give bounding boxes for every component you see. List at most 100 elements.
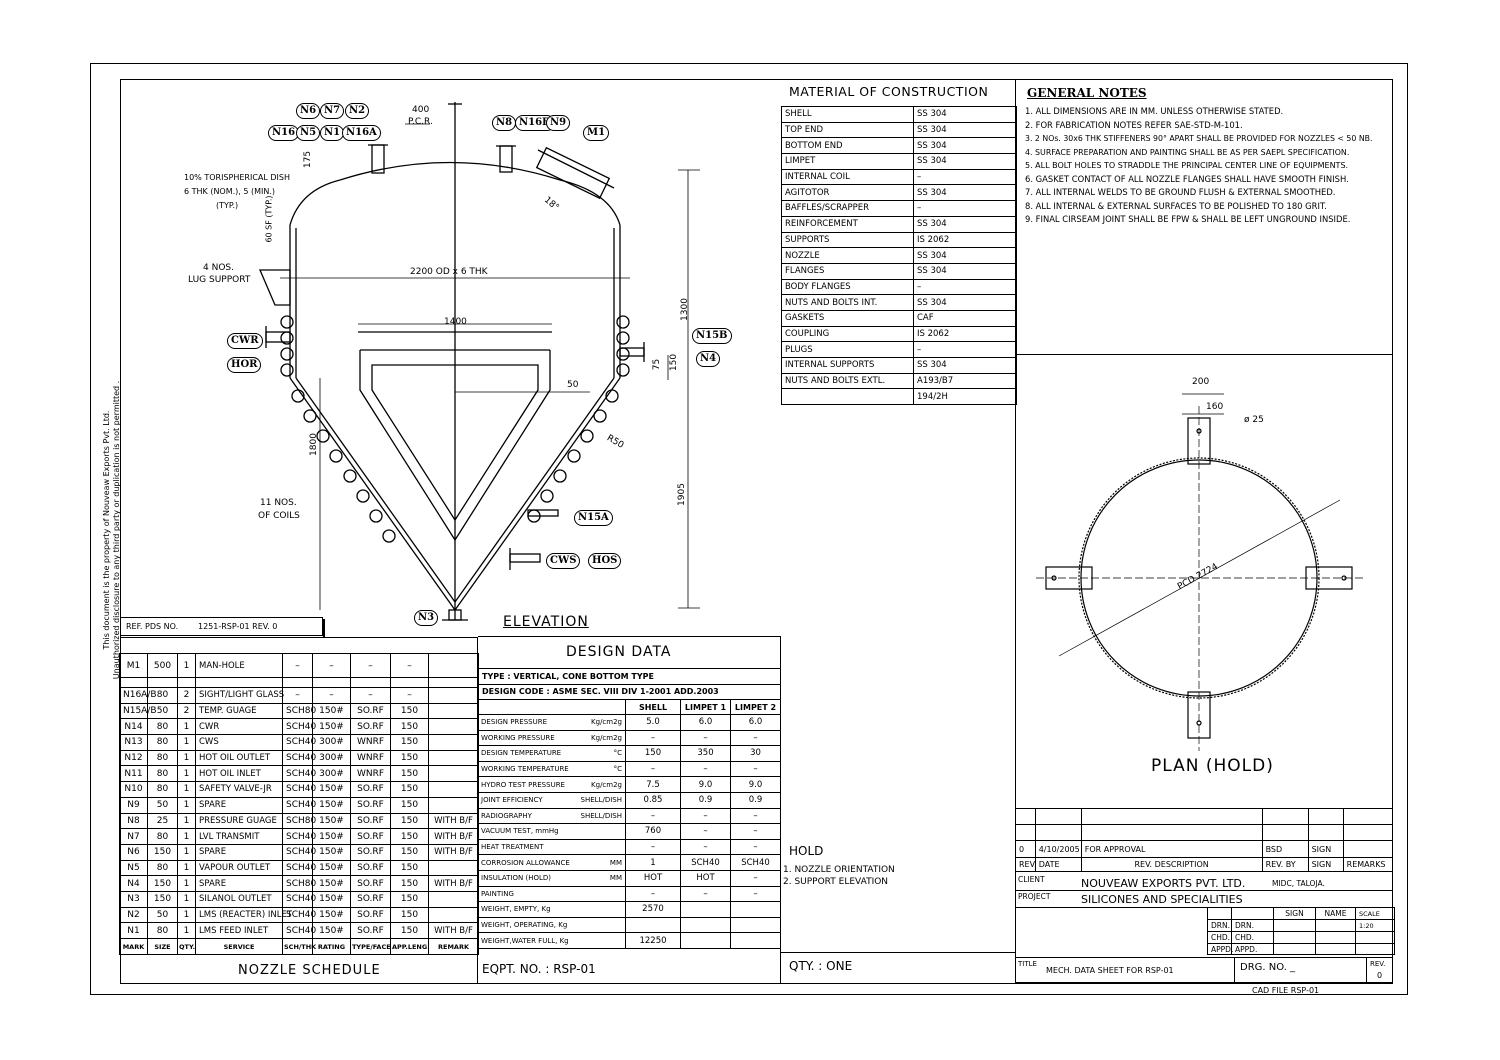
table-cell: SCH80 xyxy=(282,812,316,830)
drawing-number: DRG. NO. _ xyxy=(1240,962,1296,973)
table-cell: 150# xyxy=(312,843,351,861)
table-cell: 150 xyxy=(147,843,178,861)
design-header-cell: LIMPET 1 xyxy=(680,699,731,715)
table-cell: SCH40 xyxy=(282,781,316,798)
note-4: 4. SURFACE PREPARATION AND PAINTING SHAL… xyxy=(1025,147,1350,157)
nozzle-cwr xyxy=(265,331,291,343)
chd-label-2: CHD. xyxy=(1231,931,1274,944)
nozzle-tag-n15b: N15B xyxy=(692,328,732,344)
design-cell: RADIOGRAPHY xyxy=(477,807,574,825)
design-cell: SHELL/DISH xyxy=(573,807,626,825)
nozzle-tag-n9: N9 xyxy=(546,115,571,131)
material-spec: – xyxy=(913,341,1017,358)
material-part: INTERNAL COIL xyxy=(781,168,914,186)
table-cell: SO.RF xyxy=(350,781,391,798)
table-cell: 150 xyxy=(390,906,429,924)
material-row: INTERNAL COIL– xyxy=(781,168,1017,186)
table-cell: CWR xyxy=(195,718,283,736)
table-cell: WITH B/F xyxy=(428,922,479,939)
material-spec: SS 304 xyxy=(913,137,1017,155)
note-3: 3. 2 NOs. 30x6 THK STIFFENERS 90° APART … xyxy=(1025,134,1373,143)
drn-label: DRN. xyxy=(1207,919,1232,932)
nozzle-tag-n6: N6 xyxy=(296,103,321,119)
material-part: BODY FLANGES xyxy=(781,278,914,296)
rev-date: 4/10/2005 xyxy=(1034,840,1082,858)
od-label: 2200 OD x 6 THK xyxy=(410,267,488,277)
table-cell: M1 xyxy=(119,653,148,678)
material-row: NUTS AND BOLTS INT.SS 304 xyxy=(781,294,1017,311)
material-spec: 194/2H xyxy=(913,388,1017,406)
design-cell xyxy=(625,916,681,934)
table-cell: SPARE xyxy=(195,875,283,892)
design-data-title: DESIGN DATA xyxy=(566,644,672,660)
material-part: REINFORCEMENT xyxy=(781,215,914,233)
table-cell: 80 xyxy=(147,749,178,767)
table-cell: SCH40 xyxy=(282,796,316,814)
table-cell: SO.RF xyxy=(350,859,391,877)
table-cell: N1 xyxy=(119,922,148,939)
table-header-cell: SCH/THK xyxy=(282,938,316,955)
general-notes-title: GENERAL NOTES xyxy=(1027,86,1147,100)
rev-sign: SIGN xyxy=(1307,840,1344,858)
qty-rule xyxy=(781,952,1016,953)
table-cell: 150 xyxy=(390,828,429,845)
note-1: 1. ALL DIMENSIONS ARE IN MM. UNLESS OTHE… xyxy=(1025,106,1284,116)
table-cell: – xyxy=(282,687,313,704)
table-cell xyxy=(428,859,479,877)
dim-175: 175 xyxy=(303,150,314,169)
sf-label: 60 SF (TYP.) xyxy=(264,195,274,243)
design-cell: – xyxy=(625,885,681,903)
rev-hdr-by: REV. BY xyxy=(1261,857,1309,872)
table-cell: 50 xyxy=(147,906,178,924)
design-cell: – xyxy=(680,807,731,825)
table-cell: N9 xyxy=(119,796,148,814)
material-part: INTERNAL SUPPORTS xyxy=(781,357,914,374)
drawing-frame xyxy=(120,79,1393,984)
plan-dim-200: 200 xyxy=(1192,377,1210,387)
dish-thk-label: 6 THK (NOM.), 5 (MIN.) xyxy=(184,187,276,196)
material-spec: SS 304 xyxy=(913,153,1017,170)
sign-header: SIGN xyxy=(1273,907,1316,920)
note-8: 8. ALL INTERNAL & EXTERNAL SURFACES TO B… xyxy=(1025,200,1327,211)
table-cell: SCH40 xyxy=(282,718,316,736)
design-cell: PAINTING xyxy=(477,885,574,903)
table-header-cell: MARK xyxy=(119,938,148,955)
material-spec: SS 304 xyxy=(913,357,1017,374)
nozzle-tag-n3: N3 xyxy=(414,610,439,626)
table-cell: WITH B/F xyxy=(428,812,479,830)
design-cell: – xyxy=(730,807,781,825)
table-cell: SCH40 xyxy=(282,859,316,877)
design-cell: HEAT TREATMENT xyxy=(477,838,574,856)
table-cell: 80 xyxy=(147,859,178,877)
lug-count: 4 NOS. xyxy=(203,263,234,273)
table-cell: SO.RF xyxy=(350,875,391,892)
table-cell: N2 xyxy=(119,906,148,924)
drawing-title: MECH. DATA SHEET FOR RSP-01 xyxy=(1046,966,1174,975)
table-cell: SCH40 xyxy=(282,890,316,908)
table-cell xyxy=(177,677,196,688)
table-cell: 150# xyxy=(312,906,351,924)
table-cell: HOT OIL OUTLET xyxy=(195,749,283,767)
design-cell: 2570 xyxy=(625,901,681,918)
plan-drawing xyxy=(1036,393,1366,751)
table-cell: N6 xyxy=(119,843,148,861)
table-cell: N13 xyxy=(119,734,148,751)
table-cell: 1 xyxy=(177,828,196,845)
dim-1800: 1800 xyxy=(308,433,319,456)
table-cell: SCH80 xyxy=(282,702,316,720)
appd-label-2: APPD. xyxy=(1231,943,1274,955)
design-cell: 6.0 xyxy=(730,714,781,731)
table-cell: 300# xyxy=(312,749,351,767)
